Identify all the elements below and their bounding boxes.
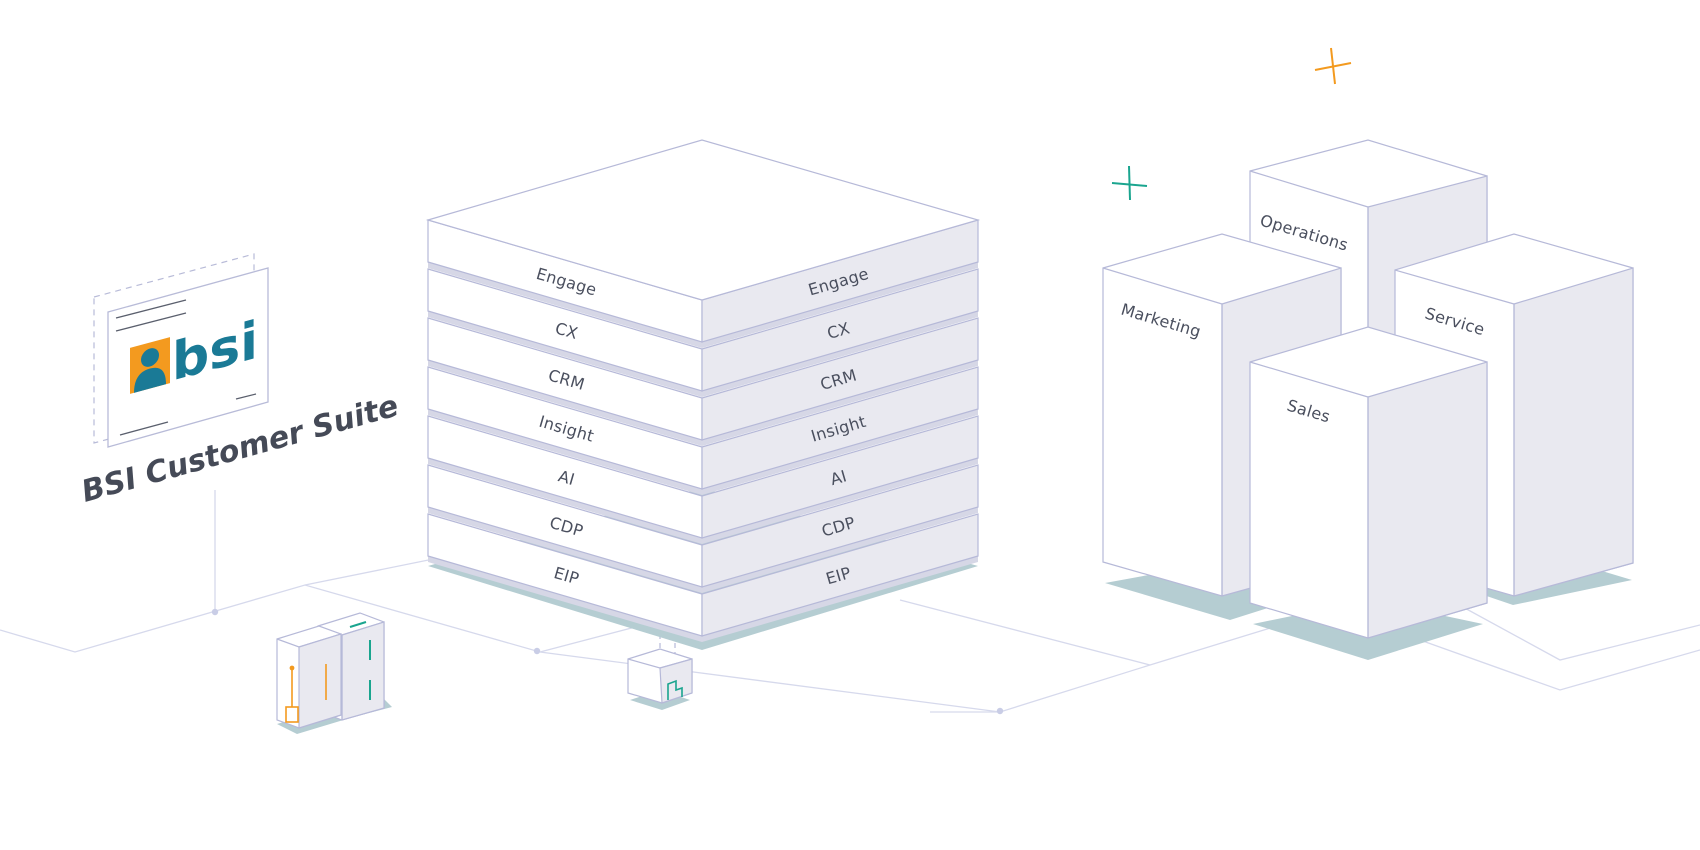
network-node	[211, 608, 219, 616]
department-towers: Operations Service Marketing Sales	[1102, 139, 1634, 660]
tower-sales: Sales	[1249, 326, 1488, 660]
stack-layer-right-face	[701, 415, 979, 539]
server-boxes	[276, 612, 392, 734]
network-lines	[0, 490, 1700, 713]
plus-icon-orange	[1314, 47, 1352, 85]
stack-layer-right-face	[701, 366, 979, 490]
connector-box	[627, 625, 693, 710]
logo-card-front	[107, 267, 269, 448]
plus-icon-teal	[1111, 165, 1148, 201]
network-node	[533, 647, 541, 655]
stack-top-face	[425, 139, 981, 301]
stack-layer-label-left: AI	[556, 466, 577, 489]
stack-layer-label-right: AI	[828, 466, 849, 489]
stack-layer: AI AI	[427, 415, 979, 544]
tower-service: Service	[1394, 233, 1634, 605]
stack-layer-right-face	[701, 317, 979, 441]
network-nodes	[211, 608, 1004, 715]
stack-layer-right-face	[701, 268, 979, 392]
network-node	[996, 707, 1004, 715]
stack-layer-right-face	[701, 464, 979, 588]
logo-card: bsi	[93, 253, 269, 448]
stack-layer-right-face	[701, 513, 979, 637]
